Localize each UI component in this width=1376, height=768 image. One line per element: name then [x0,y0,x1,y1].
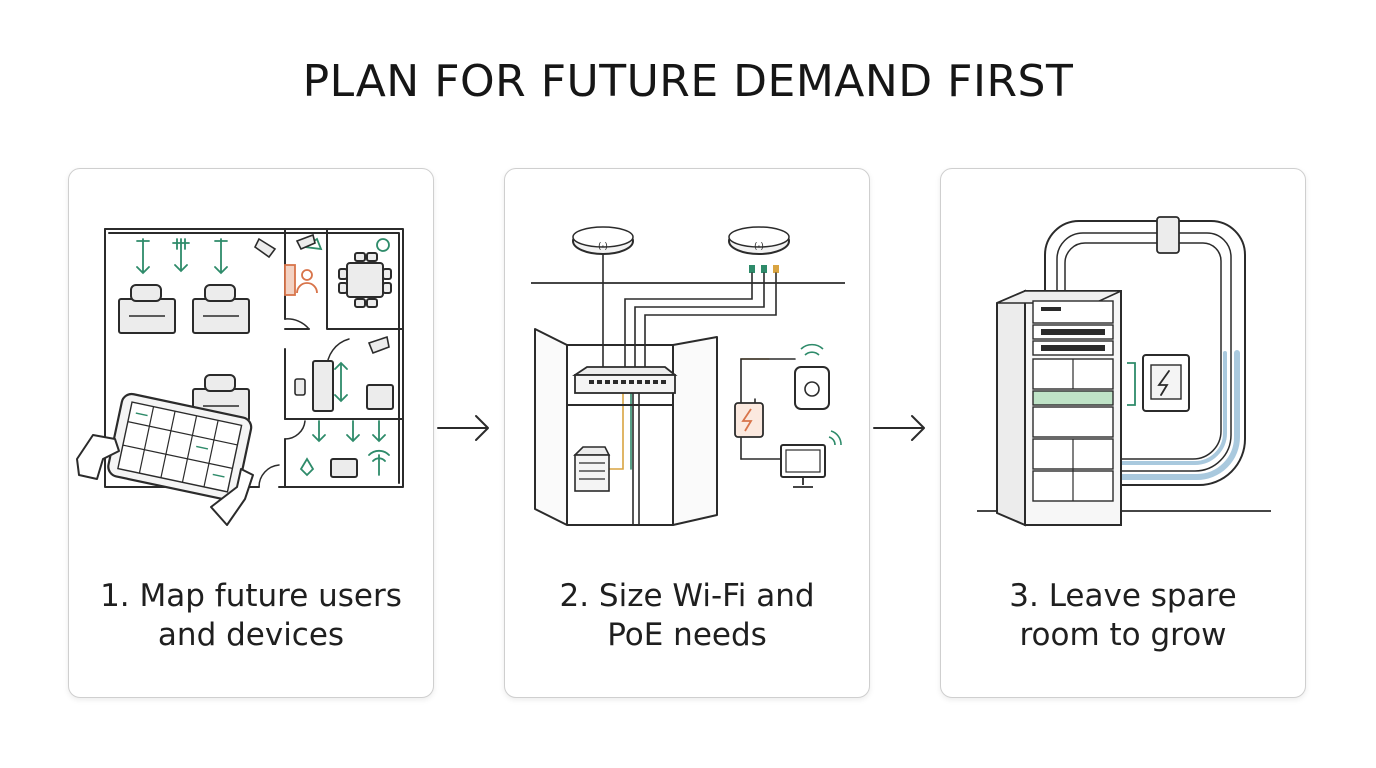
step-caption-1: 1. Map future users and devices [69,577,433,655]
wifi-device-icon [794,343,830,410]
floor-plan-illustration [76,228,404,526]
step-caption-2-line-1: 2. Size Wi-Fi and [559,578,815,614]
wifi-poe-illustration: (·) (·) [531,226,845,526]
step-caption-1-line-2: and devices [157,617,345,653]
page-title: PLAN FOR FUTURE DEMAND FIRST [302,56,1074,107]
step-caption-3-line-1: 3. Leave spare [1009,578,1237,614]
step-card-2: (·) (·) [504,168,870,698]
step-card-1: 1. Map future users and devices [68,168,434,698]
cable-tray [1044,220,1246,486]
svg-text:(·): (·) [598,242,608,252]
step-caption-1-line-1: 1. Map future users [100,578,402,614]
rack-growth-illustration [977,216,1271,527]
poe-injector-icon [734,402,764,438]
network-switch-icon [572,366,678,394]
power-panel-icon [1127,354,1190,412]
server-icon [573,446,611,492]
monitor-icon [780,430,842,488]
step-caption-2-line-2: PoE needs [607,617,767,653]
step-caption-3: 3. Leave spare room to grow [941,577,1305,655]
svg-text:(·): (·) [754,242,764,252]
server-rack-icon [996,289,1122,527]
arrow-right-icon [873,415,925,441]
access-point-icon: (·) [572,226,634,255]
step-caption-2: 2. Size Wi-Fi and PoE needs [505,577,869,655]
step-card-3: 3. Leave spare room to grow [940,168,1306,698]
step-caption-3-line-2: room to grow [1019,617,1227,653]
access-point-icon: (·) [728,226,790,255]
arrow-right-icon [437,415,489,441]
